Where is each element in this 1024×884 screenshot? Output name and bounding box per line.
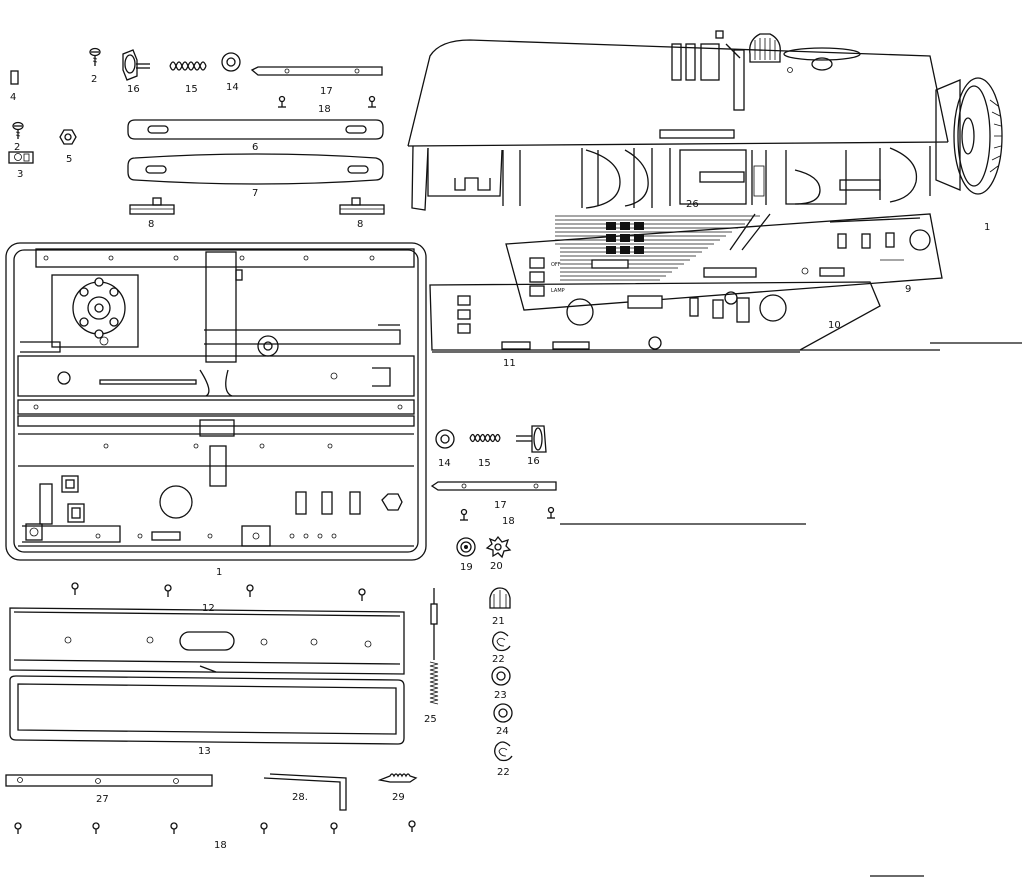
- part-12-screws: [71, 582, 366, 601]
- part-2-screw-upper: [89, 47, 101, 66]
- callout-22-upper: 22: [492, 654, 505, 665]
- callout-27: 27: [96, 794, 109, 805]
- callout-23: 23: [494, 690, 507, 701]
- part-15-spring-upper: [169, 61, 207, 71]
- part-17-pin-lower: [430, 481, 557, 491]
- callout-18-upper: 18: [318, 104, 331, 115]
- part-22-e-ring-upper: [492, 631, 511, 652]
- callout-18-mid: 18: [502, 516, 515, 527]
- callout-24: 24: [496, 726, 509, 737]
- part-29-spring-pin: [377, 773, 418, 783]
- panel-hatching: [555, 213, 771, 281]
- balance-wheel: [935, 77, 1003, 195]
- callout-labels: 4 2 16 15 14 17 18 2 5 3 6 7 8 8 26 1 9 …: [10, 74, 990, 851]
- part-26-machine-head: [407, 30, 1003, 211]
- part-13-cover-plate: [9, 675, 405, 745]
- callout-9: 9: [905, 284, 911, 295]
- callout-21: 21: [492, 616, 505, 627]
- callout-25: 25: [424, 714, 437, 725]
- part-18-screws-upper: [278, 95, 376, 108]
- callout-15-lower: 15: [478, 458, 491, 469]
- callout-2-upper: 2: [91, 74, 97, 85]
- callout-19: 19: [460, 562, 473, 573]
- callout-8-left: 8: [148, 219, 154, 230]
- part-10-middle-panel: [429, 281, 1022, 351]
- part-5-nut: [59, 129, 77, 145]
- part-7-link-plate-curved: [127, 153, 384, 185]
- callout-8-right: 8: [357, 219, 363, 230]
- callout-11: 11: [503, 358, 516, 369]
- panel-label-off: OFF: [551, 262, 561, 268]
- part-8-slider-left: [129, 197, 175, 215]
- callout-16-lower: 16: [527, 456, 540, 467]
- callout-6: 6: [252, 142, 258, 153]
- callout-26: 26: [686, 199, 699, 210]
- part-3-bracket: [8, 151, 34, 164]
- part-9-upper-panel: OFF LAMP: [505, 213, 943, 311]
- part-11-lower-panel: [432, 336, 800, 353]
- panel-label-lamp: LAMP: [551, 288, 565, 294]
- callout-4: 4: [10, 92, 16, 103]
- part-14-washer-upper: [221, 52, 241, 72]
- part-14-washer-lower: [435, 429, 455, 449]
- part-16-bushing-upper: [122, 49, 150, 81]
- part-22-e-ring-lower: [494, 741, 513, 762]
- part-24-washer: [493, 703, 513, 723]
- callout-2-lower: 2: [14, 142, 20, 153]
- callout-28: 28.: [292, 792, 308, 803]
- callout-5: 5: [66, 154, 72, 165]
- part-18-screws-bottom: [14, 820, 416, 834]
- callout-15-upper: 15: [185, 84, 198, 95]
- callout-18-bottom: 18: [214, 840, 227, 851]
- part-4-clip: [10, 70, 19, 85]
- callout-3: 3: [17, 169, 23, 180]
- part-12-bed-plate: [9, 607, 405, 675]
- callout-14-lower: 14: [438, 458, 451, 469]
- part-28-hex-key: [263, 773, 347, 811]
- callout-13: 13: [198, 746, 211, 757]
- callout-17-lower: 17: [494, 500, 507, 511]
- part-27-strip: [5, 774, 213, 787]
- callout-7: 7: [252, 188, 258, 199]
- part-20-star-washer: [485, 535, 512, 559]
- callout-1-head: 1: [984, 222, 990, 233]
- part-16-bushing-lower: [516, 425, 547, 453]
- callout-1-base: 1: [216, 567, 222, 578]
- callout-20: 20: [490, 561, 503, 572]
- callout-22-lower: 22: [497, 767, 510, 778]
- drive-gears: [502, 146, 931, 209]
- part-6-link-plate: [127, 119, 384, 140]
- part-18-screws-mid: [460, 506, 806, 525]
- part-17-pin-upper: [250, 66, 383, 76]
- part-2-screw-lower: [12, 121, 24, 139]
- callout-29: 29: [392, 792, 405, 803]
- callout-12: 12: [202, 603, 215, 614]
- callout-16-upper: 16: [127, 84, 140, 95]
- part-21-knob: [489, 587, 511, 609]
- part-25-threaded-shaft: [429, 588, 439, 705]
- callout-10: 10: [828, 320, 841, 331]
- part-8-slider-right: [339, 197, 385, 215]
- part-23-washer: [491, 666, 511, 686]
- part-15-spring-lower: [469, 433, 501, 443]
- part-19-grommet: [456, 537, 476, 557]
- part-1-base-frame: [5, 242, 427, 561]
- callout-17-upper: 17: [320, 86, 333, 97]
- motor-mount: [51, 274, 139, 348]
- callout-14-upper: 14: [226, 82, 239, 93]
